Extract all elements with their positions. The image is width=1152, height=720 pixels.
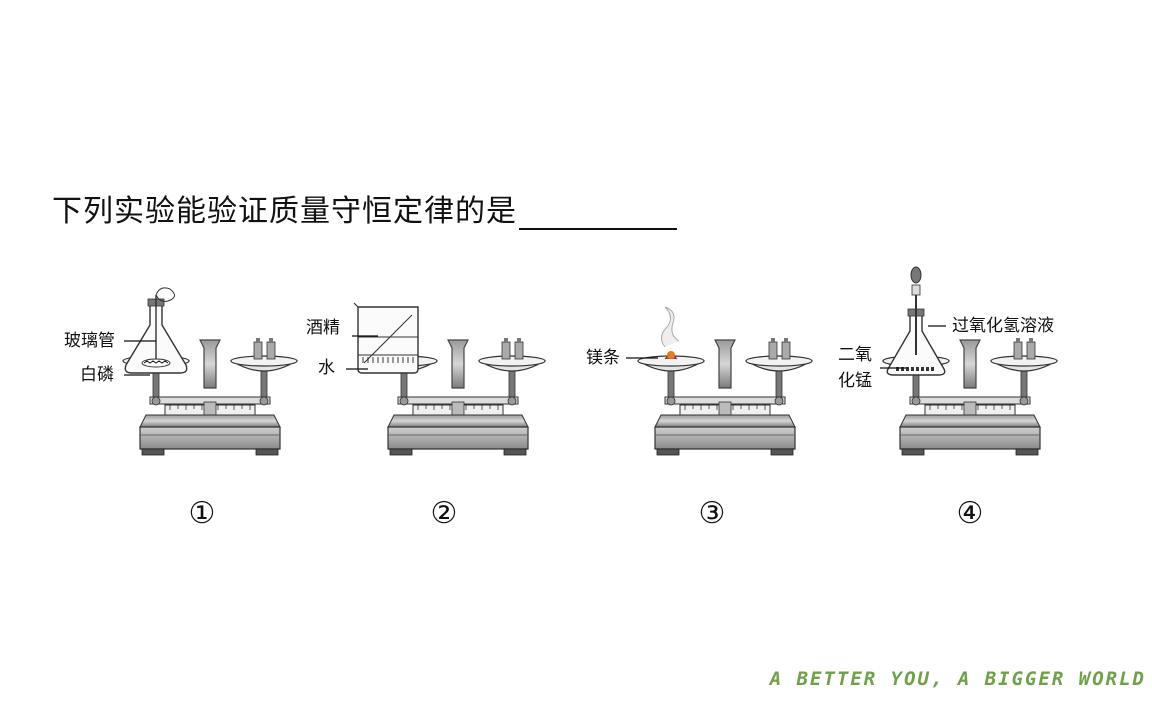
experiment-number-3: ③: [698, 496, 726, 531]
label-magnesium-strip: 镁条: [586, 348, 620, 368]
experiment-number-4: ④: [956, 496, 984, 531]
label-white-phosphorus: 白磷: [80, 365, 114, 385]
label-manganese-dioxide-1: 二氧: [838, 345, 872, 365]
question-text: 下列实验能验证质量守恒定律的是: [52, 194, 517, 229]
experiment-3-apparatus: [637, 306, 813, 456]
experiment-number-2: ②: [430, 496, 458, 531]
label-alcohol: 酒精: [306, 318, 340, 338]
question: 下列实验能验证质量守恒定律的是: [52, 186, 677, 230]
experiment-1-apparatus: [122, 287, 298, 456]
experiment-number-1: ①: [188, 496, 216, 531]
label-hydrogen-peroxide: 过氧化氢溶液: [952, 316, 1054, 336]
label-glass-tube: 玻璃管: [64, 331, 115, 351]
label-water: 水: [318, 358, 335, 378]
experiment-4-apparatus: [882, 266, 1058, 456]
footer-tagline: A BETTER YOU, A BIGGER WORLD: [769, 668, 1146, 690]
experiment-2-apparatus: [353, 302, 546, 456]
answer-blank: [519, 198, 677, 230]
label-manganese-dioxide-2: 化锰: [838, 371, 872, 391]
